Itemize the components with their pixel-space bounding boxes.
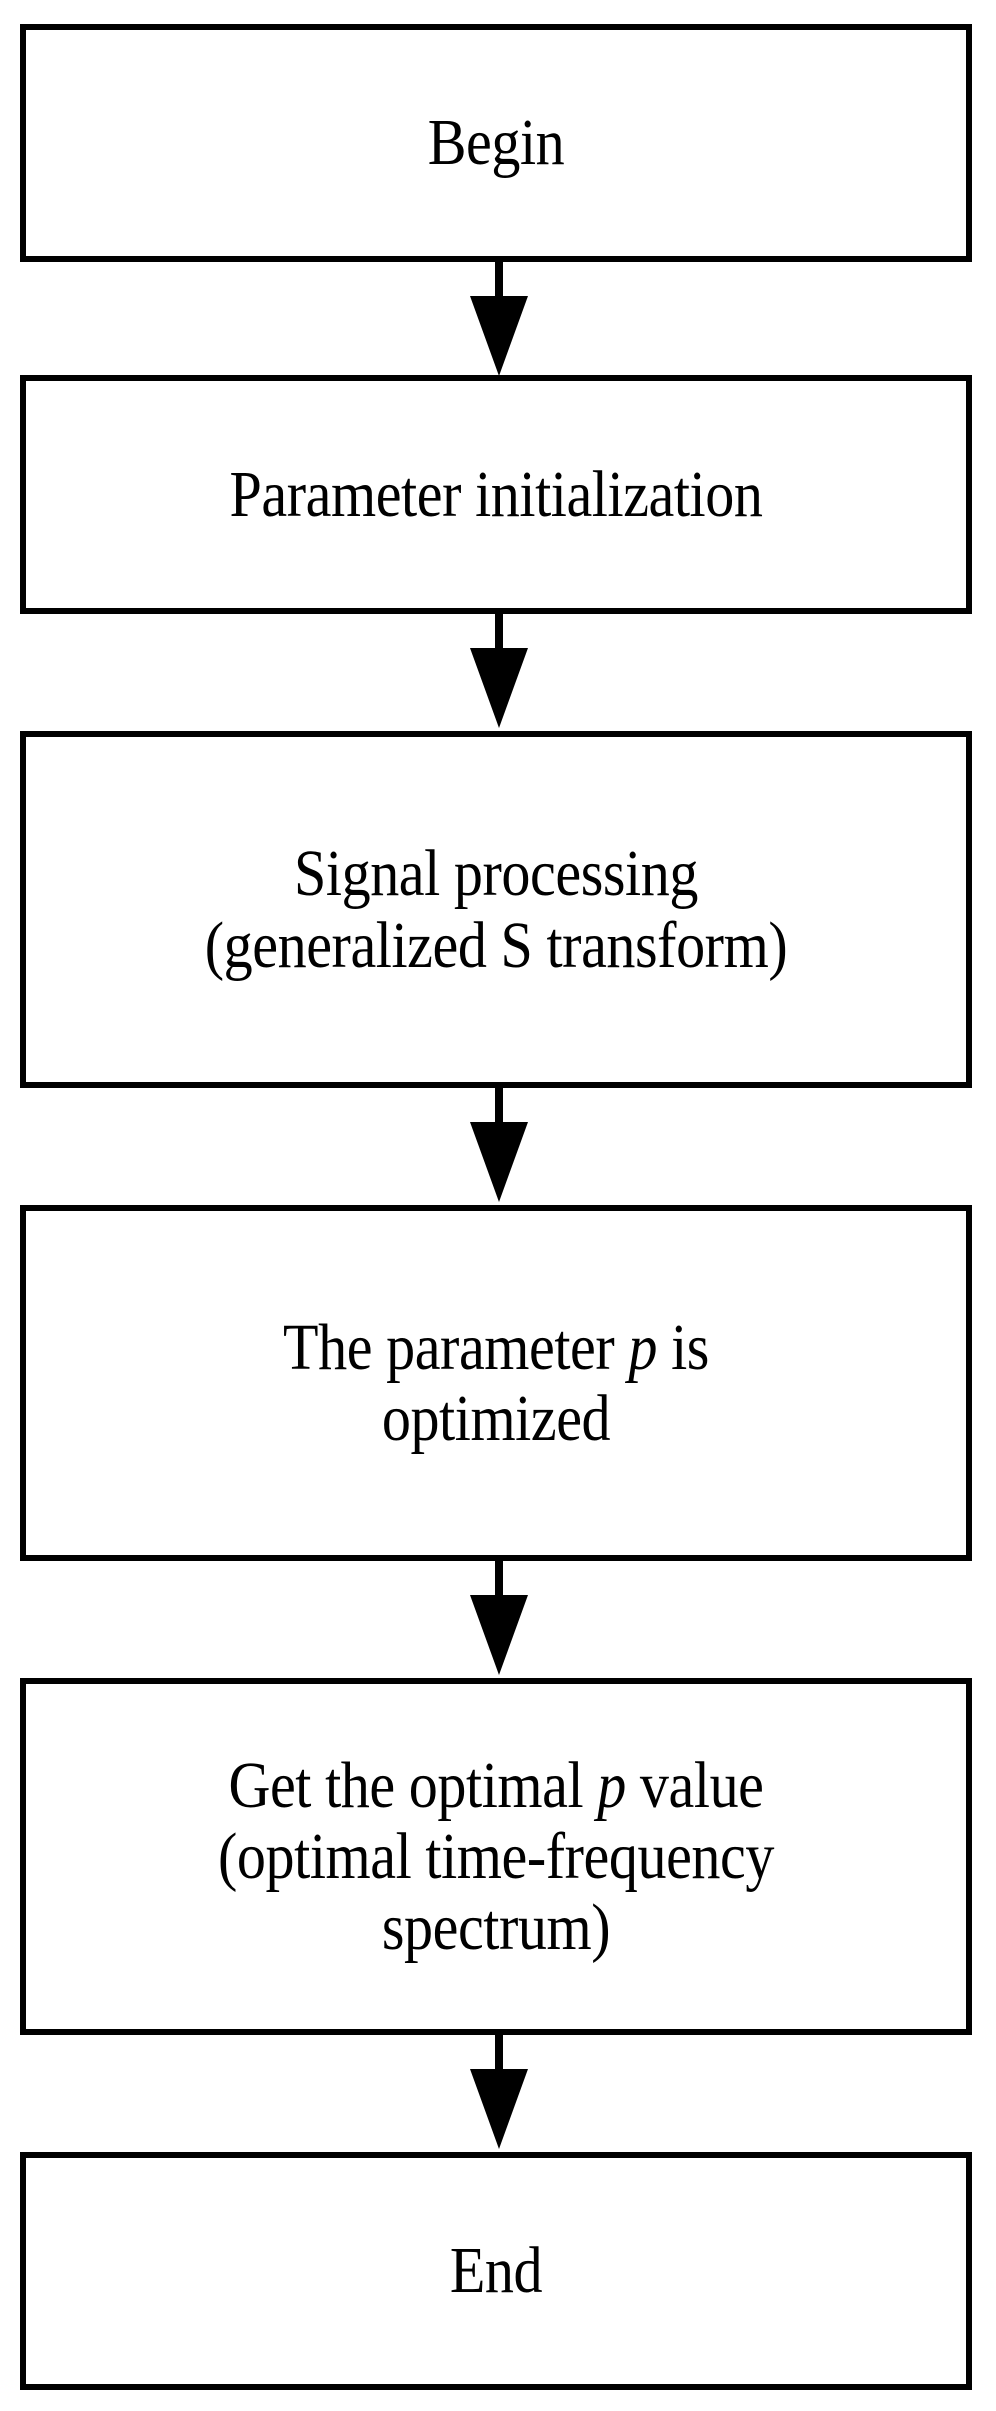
arrow-down-icon — [470, 2035, 528, 2149]
signal-processing-line-2: (generalized S transform) — [204, 908, 788, 982]
node-label-parameter-optimized: The parameter p is optimized — [82, 1312, 909, 1455]
arrow-param-init-to-signal — [470, 614, 528, 728]
node-label-end: End — [449, 2234, 543, 2308]
arrow-begin-to-param-init — [470, 262, 528, 376]
node-label-begin: Begin — [427, 106, 565, 180]
parameter-symbol-p: p — [628, 1310, 657, 1384]
flowchart-node-signal-processing: Signal processing(generalized S transfor… — [20, 731, 972, 1088]
arrow-down-icon — [470, 262, 528, 376]
parameter-symbol-p: p — [597, 1748, 626, 1822]
signal-processing-line-1: Signal processing — [294, 837, 698, 911]
arrow-optimal-p-to-end — [470, 2035, 528, 2149]
arrow-down-icon — [470, 1561, 528, 1675]
flowchart-node-parameter-optimized: The parameter p is optimized — [20, 1205, 972, 1561]
arrow-optimize-to-optimal-p — [470, 1561, 528, 1675]
optimal-p-text-pre: Get the optimal — [228, 1748, 598, 1822]
node-label-signal-processing: Signal processing(generalized S transfor… — [82, 838, 909, 981]
arrow-down-icon — [470, 1088, 528, 1202]
optimal-p-text-post: value (optimal time-frequency spectrum) — [218, 1748, 774, 1965]
arrow-signal-to-optimize — [470, 1088, 528, 1202]
node-label-parameter-initialization: Parameter initialization — [229, 457, 763, 531]
flowchart-node-parameter-initialization: Parameter initialization — [20, 375, 972, 614]
flowchart-node-end: End — [20, 2152, 972, 2390]
parameter-optimized-text-post: is optimized — [381, 1310, 710, 1455]
node-label-optimal-p-value: Get the optimal p value (optimal time-fr… — [82, 1748, 909, 1965]
flowchart-node-optimal-p-value: Get the optimal p value (optimal time-fr… — [20, 1678, 972, 2035]
parameter-optimized-text-pre: The parameter — [283, 1310, 629, 1384]
arrow-down-icon — [470, 614, 528, 728]
flowchart-node-begin: Begin — [20, 24, 972, 262]
